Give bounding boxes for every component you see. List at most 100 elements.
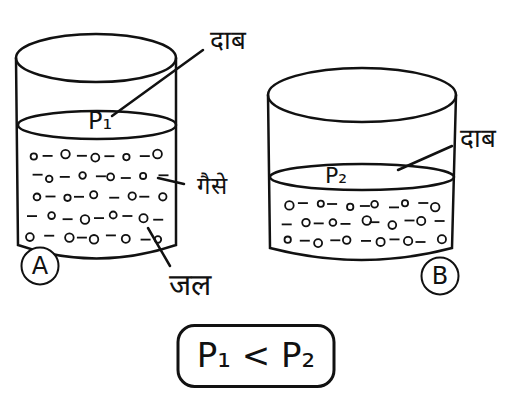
gas-bubble <box>90 235 99 244</box>
gas-bubbles <box>26 150 446 248</box>
gas-bubble <box>79 172 86 179</box>
pressure-label: दाब <box>460 124 496 153</box>
water-dash <box>96 175 106 177</box>
leader-line <box>112 50 203 116</box>
water-dash <box>33 174 43 176</box>
gas-bubble <box>122 235 130 243</box>
gas-bubble <box>402 200 408 206</box>
gas-bubble <box>48 212 55 219</box>
gas-bubble <box>417 217 425 225</box>
water-dash <box>140 155 150 157</box>
beaker-rim <box>16 34 176 82</box>
gas-bubble <box>139 214 147 222</box>
gas-bubble <box>347 204 353 210</box>
water-dash <box>300 240 310 242</box>
gas-label: गैसे <box>197 173 227 199</box>
gas-bubble <box>388 221 396 229</box>
water-dash <box>298 202 308 204</box>
gas-bubble <box>110 212 117 219</box>
water-dash <box>77 155 87 157</box>
water-dash <box>77 237 87 239</box>
gas-bubble <box>343 236 351 244</box>
water-dash <box>74 196 84 198</box>
water-dash <box>369 221 379 223</box>
water-dash <box>390 238 400 240</box>
water-dash <box>330 239 340 241</box>
beaker-letter: B <box>421 257 460 296</box>
water-dash <box>139 196 149 198</box>
gas-bubble <box>64 195 70 201</box>
gas-bubble <box>90 191 97 198</box>
result-box: P₁ < P₂ <box>177 324 336 388</box>
beaker-body <box>268 95 456 260</box>
water-dash <box>405 220 415 222</box>
circle-letter: A <box>32 253 48 279</box>
beaker-rim <box>268 68 456 122</box>
water-dash <box>153 219 163 221</box>
gas-bubble <box>438 235 446 243</box>
water-dash <box>94 217 104 219</box>
water-dash <box>44 235 54 237</box>
leader-line <box>398 146 452 170</box>
gas-bubble <box>318 201 324 207</box>
gas-bubble <box>371 201 378 208</box>
beaker-letter: A <box>21 247 60 286</box>
gas-bubble <box>107 173 114 180</box>
gas-bubble <box>34 194 41 201</box>
water-dash <box>109 197 119 199</box>
pressure-label: दाब <box>210 26 246 55</box>
gas-bubble <box>129 192 136 199</box>
water-label: जल <box>169 268 211 301</box>
gas-bubble <box>61 150 70 159</box>
water-dash <box>361 240 371 242</box>
gas-bubble <box>302 219 310 227</box>
water-dash <box>282 223 292 225</box>
leader-line <box>148 228 170 266</box>
water-dash <box>327 203 337 205</box>
water-dash <box>159 174 169 176</box>
water-dash <box>60 176 70 178</box>
comparison-text: P₁ < P₂ <box>197 337 315 374</box>
water-dash <box>122 215 132 217</box>
gas-bubble <box>314 239 322 247</box>
water-dash <box>104 155 114 157</box>
water-dash <box>314 222 324 224</box>
gas-bubble <box>91 154 99 162</box>
water-dash <box>360 205 370 207</box>
water-dash <box>46 196 56 198</box>
gas-bubble <box>81 215 90 224</box>
gas-bubble <box>153 150 162 159</box>
gas-bubble <box>285 201 294 210</box>
leader-line <box>158 178 184 184</box>
pressure-symbol: P₂ <box>325 164 347 188</box>
circle-letter: B <box>432 263 448 289</box>
gas-bubble <box>431 203 440 212</box>
gas-bubble <box>155 236 162 243</box>
water-dash <box>43 155 53 157</box>
water-dash <box>106 234 116 236</box>
water-dash <box>141 239 151 241</box>
water-dash <box>27 215 37 217</box>
gas-bubble <box>26 233 34 241</box>
gas-bubble <box>65 233 74 242</box>
water-dash <box>435 220 445 222</box>
water-dash <box>418 202 428 204</box>
gas-bubble <box>140 173 146 179</box>
gas-bubble <box>404 237 412 245</box>
gas-bubble <box>31 153 37 159</box>
gas-bubble <box>363 216 372 225</box>
pressure-symbol: P₁ <box>88 108 112 134</box>
gas-bubble <box>330 219 337 226</box>
water-dash <box>389 206 399 208</box>
water-dash <box>63 218 73 220</box>
water-dash <box>416 241 426 243</box>
gas-bubble <box>159 193 166 200</box>
gas-bubble <box>123 154 129 160</box>
gas-bubble <box>377 238 385 246</box>
water-dash <box>341 223 351 225</box>
gas-bubble <box>285 237 291 243</box>
gas-bubble <box>46 176 53 183</box>
water-surface <box>270 164 454 190</box>
water-dash <box>121 177 131 179</box>
